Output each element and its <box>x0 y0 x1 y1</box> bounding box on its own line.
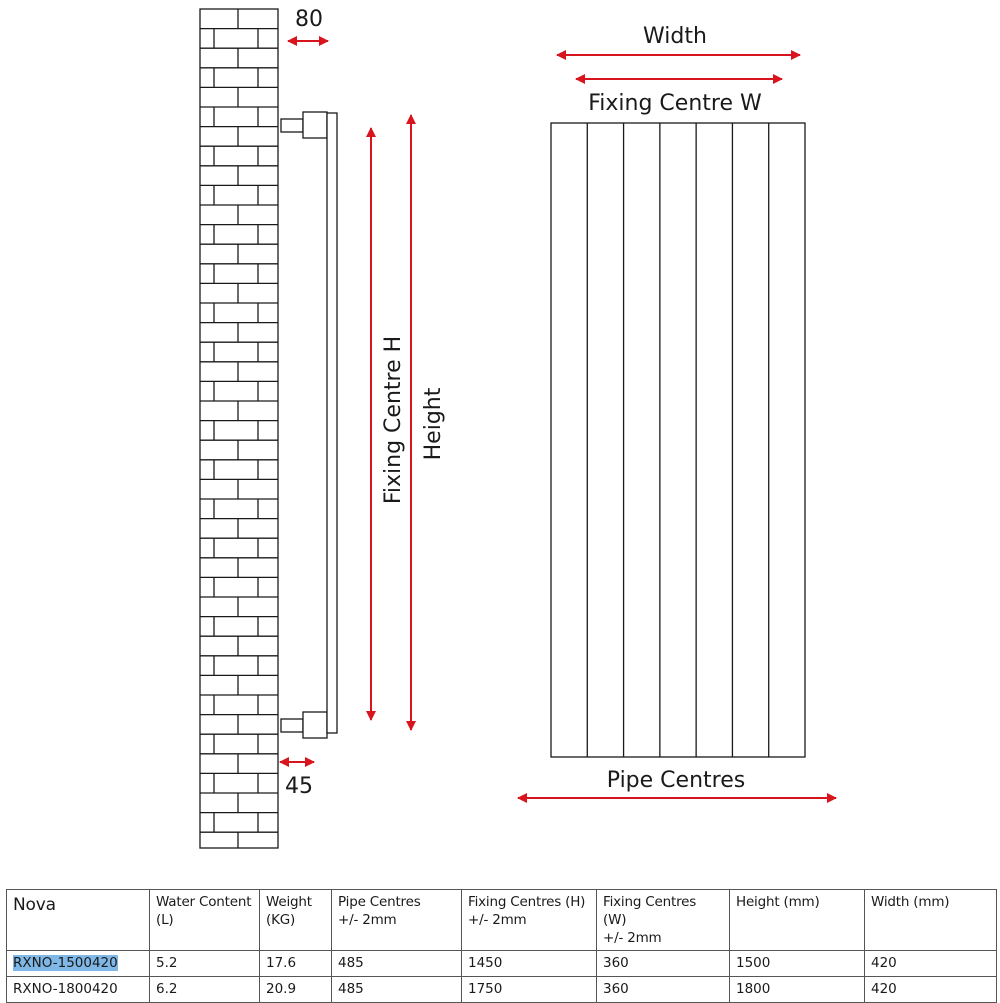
height-label: Height <box>421 387 446 460</box>
header-cell: Fixing Centres (H)+/- 2mm <box>461 889 597 951</box>
header-cell: Pipe Centres+/- 2mm <box>331 889 462 951</box>
depth-bottom-label: 45 <box>285 774 313 799</box>
spec-table-header: Nova Water Content(L) Weight(KG) Pipe Ce… <box>6 889 997 951</box>
table-cell: 6.2 <box>149 976 260 1003</box>
width-label: Width <box>643 24 707 49</box>
table-cell: 420 <box>864 976 997 1003</box>
header-cell: Width (mm) <box>864 889 997 951</box>
table-cell: 17.6 <box>259 950 332 977</box>
radiator-front-frame <box>550 122 806 758</box>
header-cell: Water Content(L) <box>149 889 260 951</box>
selected-text[interactable]: RXNO-1500420 <box>13 955 118 971</box>
header-cell: Fixing Centres (W)+/- 2mm <box>596 889 730 951</box>
table-cell: 485 <box>331 976 462 1003</box>
table-cell: 1500 <box>729 950 865 977</box>
spec-table: Nova Water Content(L) Weight(KG) Pipe Ce… <box>6 889 997 1003</box>
bottom-bracket <box>280 718 304 733</box>
fixing-centre-w-label: Fixing Centre W <box>588 91 762 116</box>
dimension-arrows <box>279 36 837 803</box>
bottom-bracket-cap <box>302 711 328 739</box>
top-bracket-cap <box>302 111 328 139</box>
table-cell: RXNO-1800420 <box>6 976 150 1003</box>
table-row: RXNO-1800420 6.2 20.9 485 1750 360 1800 … <box>6 976 997 1003</box>
radiator-dimension-diagram: 80 45 Width Fixing Centre W Pipe Centres… <box>199 7 837 849</box>
wall-outline <box>199 8 279 849</box>
header-cell: Weight(KG) <box>259 889 332 951</box>
pipe-centres-label: Pipe Centres <box>607 768 745 793</box>
table-cell: 360 <box>596 976 730 1003</box>
table-cell: 5.2 <box>149 950 260 977</box>
header-cell: Nova <box>6 889 150 951</box>
table-cell: 1800 <box>729 976 865 1003</box>
fixing-centre-h-label: Fixing Centre H <box>381 336 406 504</box>
radiator-front-view <box>550 122 806 758</box>
table-cell: 1450 <box>461 950 597 977</box>
table-cell: 485 <box>331 950 462 977</box>
depth-top-label: 80 <box>295 7 323 32</box>
radiator-profile-body <box>326 112 338 734</box>
table-cell: 1750 <box>461 976 597 1003</box>
radiator-side-profile <box>280 111 338 739</box>
table-cell: 420 <box>864 950 997 977</box>
table-row: RXNO-1500420 5.2 17.6 485 1450 360 1500 … <box>6 950 997 977</box>
table-cell: 360 <box>596 950 730 977</box>
header-cell: Height (mm) <box>729 889 865 951</box>
table-cell: 20.9 <box>259 976 332 1003</box>
brick-wall <box>199 8 279 849</box>
table-cell[interactable]: RXNO-1500420 <box>6 950 150 977</box>
top-bracket <box>280 118 304 133</box>
